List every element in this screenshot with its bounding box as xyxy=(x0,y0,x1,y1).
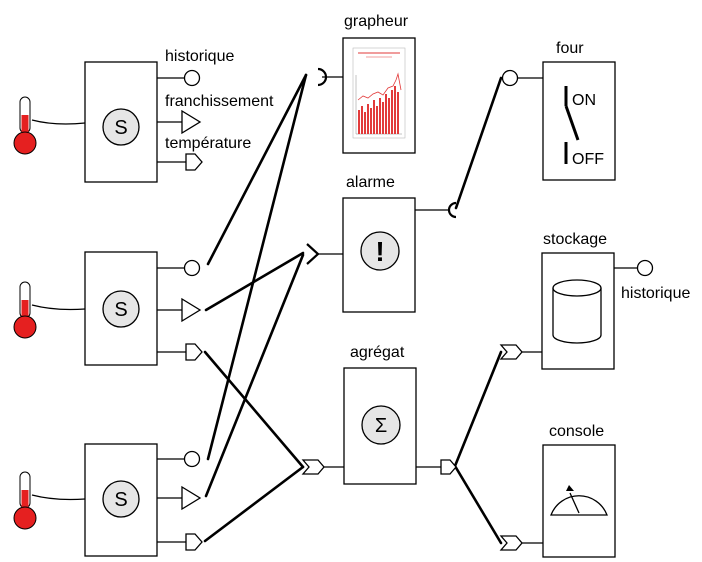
four-on-label: ON xyxy=(572,92,596,109)
agregat-symbol: Σ xyxy=(375,415,387,437)
stockage-component[interactable]: stockage historique xyxy=(499,231,690,370)
port-label-historique: historique xyxy=(165,48,234,65)
agregat-symbol-circle xyxy=(361,405,401,445)
port-franchissement-2-icon[interactable] xyxy=(181,297,202,323)
stockage-historique-port-icon[interactable] xyxy=(636,259,654,277)
alarme-input-socket-icon[interactable] xyxy=(306,243,320,265)
port-franchissement-3-icon[interactable] xyxy=(181,485,202,511)
port-historique-2-icon[interactable] xyxy=(183,259,201,277)
wire-historique2-grapheur xyxy=(206,73,308,266)
thermometer-icon-top xyxy=(13,96,37,155)
lead-bottom xyxy=(31,494,86,501)
agregat-output-port-icon[interactable] xyxy=(440,459,457,475)
four-label: four xyxy=(556,40,584,57)
grapheur-component[interactable]: grapheur xyxy=(317,13,416,154)
port-historique-icon[interactable] xyxy=(183,69,201,87)
port-historique-3-icon[interactable] xyxy=(183,450,201,468)
wire-franchissement2-alarme xyxy=(204,251,305,312)
console-input-socket-icon[interactable] xyxy=(499,535,523,551)
alarme-label: alarme xyxy=(346,174,395,191)
wire-historique3-grapheur xyxy=(206,73,308,461)
connection-wires xyxy=(203,73,503,545)
agregat-input-socket-icon[interactable] xyxy=(301,459,325,475)
console-label: console xyxy=(549,423,604,440)
stockage-input-socket-icon[interactable] xyxy=(499,344,523,360)
stockage-label: stockage xyxy=(543,231,607,248)
wire-alarme-four xyxy=(454,76,503,210)
port-label-temperature: température xyxy=(165,135,251,152)
lead-top xyxy=(31,119,86,125)
sensor-symbol-circle-bottom xyxy=(102,480,140,518)
wire-temperature2-agregat xyxy=(203,350,305,469)
sensor-symbol-circle-top xyxy=(102,108,140,146)
wire-temperature3-agregat xyxy=(203,465,305,543)
alarme-component[interactable]: alarme ! xyxy=(306,174,457,313)
wire-agregat-stockage xyxy=(453,350,503,468)
alarme-symbol: ! xyxy=(375,236,384,267)
wire-franchissement3-alarme xyxy=(204,253,305,498)
mini-chart-icon xyxy=(352,47,406,139)
alarme-output-socket-icon[interactable] xyxy=(447,201,457,219)
port-temperature-2-icon[interactable] xyxy=(185,343,203,361)
sensor-component-top[interactable]: S historique franchissement température xyxy=(84,48,274,183)
gauge-icon xyxy=(550,485,608,516)
sensor-symbol-middle: S xyxy=(114,299,127,321)
four-input-port-icon[interactable] xyxy=(501,69,519,87)
port-franchissement-icon[interactable] xyxy=(181,109,202,135)
sensor-component-middle[interactable]: S xyxy=(84,251,203,366)
console-component[interactable]: console xyxy=(499,423,616,558)
wire-agregat-console xyxy=(453,464,503,545)
sensor-component-bottom[interactable]: S xyxy=(84,443,203,557)
port-temperature-icon[interactable] xyxy=(185,153,203,171)
port-temperature-3-icon[interactable] xyxy=(185,533,203,551)
sensor-symbol-bottom: S xyxy=(114,489,127,511)
sensor-symbol-circle-middle xyxy=(102,290,140,328)
four-box[interactable] xyxy=(542,61,616,181)
thermometer-icon-bottom xyxy=(13,471,37,530)
agregat-label: agrégat xyxy=(350,344,405,361)
switch-icon xyxy=(564,86,580,164)
grapheur-label: grapheur xyxy=(344,13,409,30)
four-off-label: OFF xyxy=(572,151,604,168)
sensor-symbol-top: S xyxy=(114,117,127,139)
lead-middle xyxy=(31,304,86,311)
database-cylinder-icon xyxy=(552,279,602,344)
stockage-port-label: historique xyxy=(621,285,690,302)
four-component[interactable]: four ON OFF xyxy=(501,40,616,181)
agregat-component[interactable]: agrégat Σ xyxy=(301,344,457,485)
alarme-symbol-circle xyxy=(360,231,400,271)
port-label-franchissement: franchissement xyxy=(165,93,274,110)
thermometer-icon-middle xyxy=(13,281,37,339)
grapheur-input-socket-icon[interactable] xyxy=(317,67,328,87)
